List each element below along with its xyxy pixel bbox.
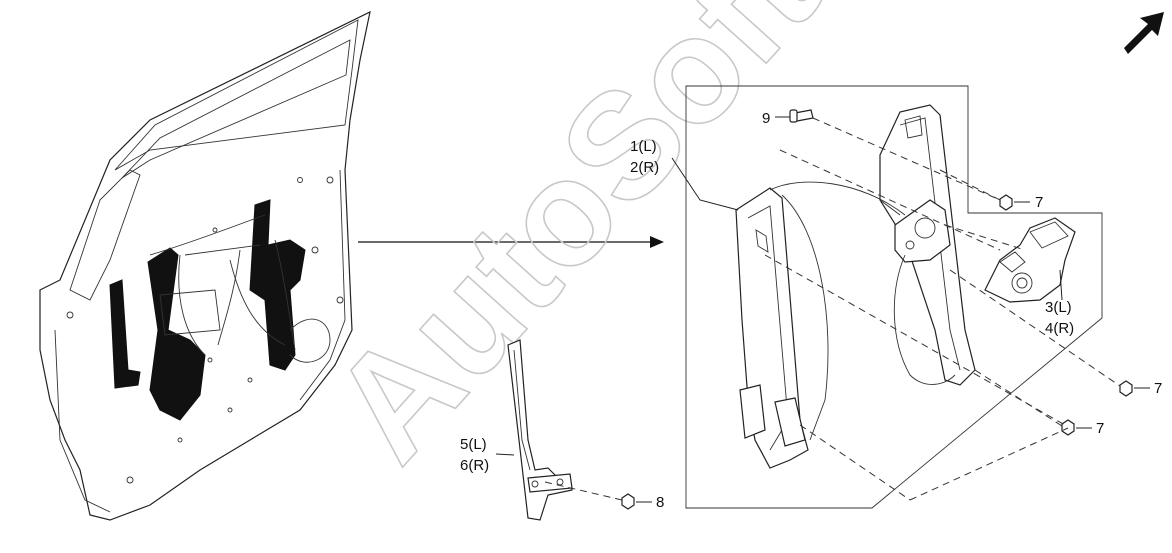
motor-body <box>1029 221 1069 249</box>
rear-glass-channel <box>507 339 573 521</box>
callout-2-right: 2(R) <box>630 159 659 176</box>
door-rear-edge <box>299 169 346 401</box>
nut-7-upper <box>999 194 1013 211</box>
glass-channel-body <box>507 339 573 521</box>
door-assembly <box>39 10 371 521</box>
regulator-rear-top-clip <box>904 115 923 139</box>
window-frame-inner <box>121 39 351 179</box>
assembly-dashed-lines <box>544 117 1121 501</box>
door-holes <box>66 176 344 484</box>
callout-4-right: 4(R) <box>1045 320 1074 337</box>
door-access-hole <box>159 289 221 336</box>
nut-8 <box>621 493 635 510</box>
front-direction-arrow-icon <box>1124 12 1164 54</box>
callout-5-left: 5(L) <box>460 436 487 453</box>
regulator-front-rail-inner <box>747 205 789 451</box>
regulator-lower-bracket <box>739 384 766 439</box>
regulator-upper-cable <box>769 181 906 216</box>
callout-8: 8 <box>656 494 664 511</box>
regulator-lower-clip <box>774 397 806 447</box>
callout-7-middle: 7 <box>1154 380 1162 397</box>
window-frame <box>114 19 359 171</box>
detail-frame <box>685 85 1103 509</box>
callout-leaders <box>495 116 1150 503</box>
detail-pointer-arrow <box>358 236 664 248</box>
motor-gear-cover <box>1011 272 1033 294</box>
nut-7-middle <box>1119 380 1133 397</box>
regulator-rear-cable <box>893 254 956 385</box>
callout-6-right: 6(R) <box>460 457 489 474</box>
bolt-9 <box>789 109 814 123</box>
door-speaker-opening <box>289 318 331 363</box>
door-front-channel-black <box>109 279 141 389</box>
regulator-front-bracket <box>755 229 769 253</box>
window-regulator-assembly <box>735 104 976 469</box>
motor-connector <box>999 251 1026 273</box>
regulator-cable-drum <box>894 199 951 263</box>
door-regulator-cables <box>149 214 296 351</box>
window-motor <box>984 217 1076 303</box>
callout-1-left: 1(L) <box>630 138 657 155</box>
motor-housing <box>984 217 1076 303</box>
callout-3-left: 3(L) <box>1045 299 1072 316</box>
callout-7-lower: 7 <box>1096 420 1104 437</box>
callout-9: 9 <box>762 110 770 127</box>
nut-7-lower <box>1061 419 1075 436</box>
door-shell <box>39 10 371 521</box>
door-inner-cables <box>178 254 286 356</box>
door-front-edge <box>69 169 141 301</box>
callout-7-upper: 7 <box>1035 194 1043 211</box>
cable-drum-hub <box>914 217 936 239</box>
door-lower-edge <box>54 329 111 513</box>
